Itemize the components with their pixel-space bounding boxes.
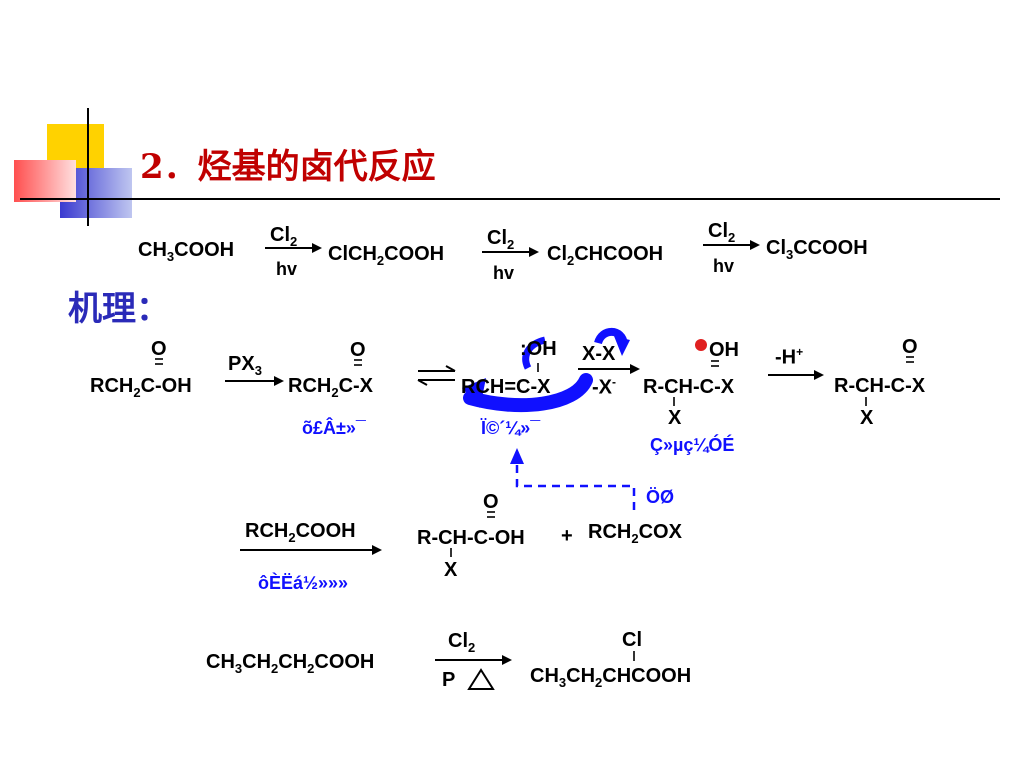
acid-formula: RCH2C-OH — [90, 375, 192, 400]
equilibrium-arrow-forward — [418, 365, 456, 372]
r1-reactant: CH3COOH — [138, 239, 235, 264]
equilibrium-arrow-back — [417, 379, 455, 386]
r1-step3-top: Cl2 — [708, 220, 736, 245]
alpha-note: Ç»µç¼ÓÉ — [650, 435, 735, 455]
page-title: 2．烃基的卤代反应 — [140, 147, 436, 187]
r3-product: CH3CH2CHCOOH — [530, 665, 692, 690]
oh-top: OH — [709, 339, 739, 361]
r1-product3: Cl3CCOOH — [766, 237, 868, 262]
loop-note: ÖØ — [646, 487, 675, 507]
o-atom-2: O — [350, 339, 366, 361]
electron-arrow-head-halogen — [614, 336, 630, 356]
enol-formula: RCH=C-X — [461, 376, 551, 398]
heat-triangle-icon — [467, 668, 495, 690]
minus-x: -X- — [592, 375, 616, 399]
px3-reagent: PX3 — [228, 353, 262, 378]
exchange-reactant: RCH2COOH — [245, 520, 356, 545]
dashed-loop — [515, 462, 636, 510]
final-x: X — [860, 407, 874, 429]
double-bond-1 — [155, 358, 163, 365]
alpha-x: X — [668, 407, 682, 429]
r3-reagent-top: Cl2 — [448, 630, 476, 655]
r1-step1-bottom: hv — [276, 259, 298, 279]
r3-reactant: CH3CH2CH2COOH — [206, 651, 375, 676]
double-bond-4 — [906, 356, 914, 363]
electron-arrow-small — [522, 336, 547, 370]
halogen-reagent: X-X — [582, 343, 616, 365]
o-atom-4: O — [483, 491, 499, 513]
r1-product2: Cl2CHCOOH — [547, 243, 664, 268]
enol-oh: :OH — [520, 338, 557, 360]
regenerated-acyl-halide: RCH2COX — [588, 521, 682, 546]
deprotonation-label: -H+ — [775, 345, 804, 369]
electron-arrow-large — [463, 373, 593, 413]
double-bond-5 — [487, 511, 495, 518]
deco-red-block — [14, 160, 76, 202]
mechanism-label: 机理： — [68, 289, 170, 329]
o-atom-1: O — [151, 338, 167, 360]
enol-note: Ï©´¼»¯ — [481, 418, 541, 438]
r1-step3-bottom: hv — [713, 256, 735, 276]
positive-charge-circle — [695, 339, 707, 351]
r1-step2-top: Cl2 — [487, 227, 515, 252]
r3-reagent-bottom: P — [442, 669, 456, 691]
double-bond-3 — [711, 360, 719, 367]
r1-step2-bottom: hv — [493, 263, 515, 283]
alpha-product-formula: R-CH-C-X — [643, 376, 735, 398]
o-atom-3: O — [902, 336, 918, 358]
exchange-product: R-CH-C-OH — [417, 527, 525, 549]
acyl-halide-formula: RCH2C-X — [288, 375, 374, 400]
exchange-product-x: X — [444, 559, 458, 581]
final-product-formula: R-CH-C-X — [834, 375, 926, 397]
exchange-note: ôÈËá½»»» — [258, 573, 349, 593]
plus-sign: + — [561, 525, 573, 547]
double-bond-2 — [354, 359, 362, 366]
r1-product1: ClCH2COOH — [328, 243, 445, 268]
r3-cl-top: Cl — [622, 629, 642, 651]
r1-step1-top: Cl2 — [270, 224, 298, 249]
dashed-loop-arrowhead — [510, 448, 524, 464]
acyl-halide-note: õ£Â±»¯ — [302, 418, 366, 438]
electron-arrow-head-large — [462, 378, 486, 408]
